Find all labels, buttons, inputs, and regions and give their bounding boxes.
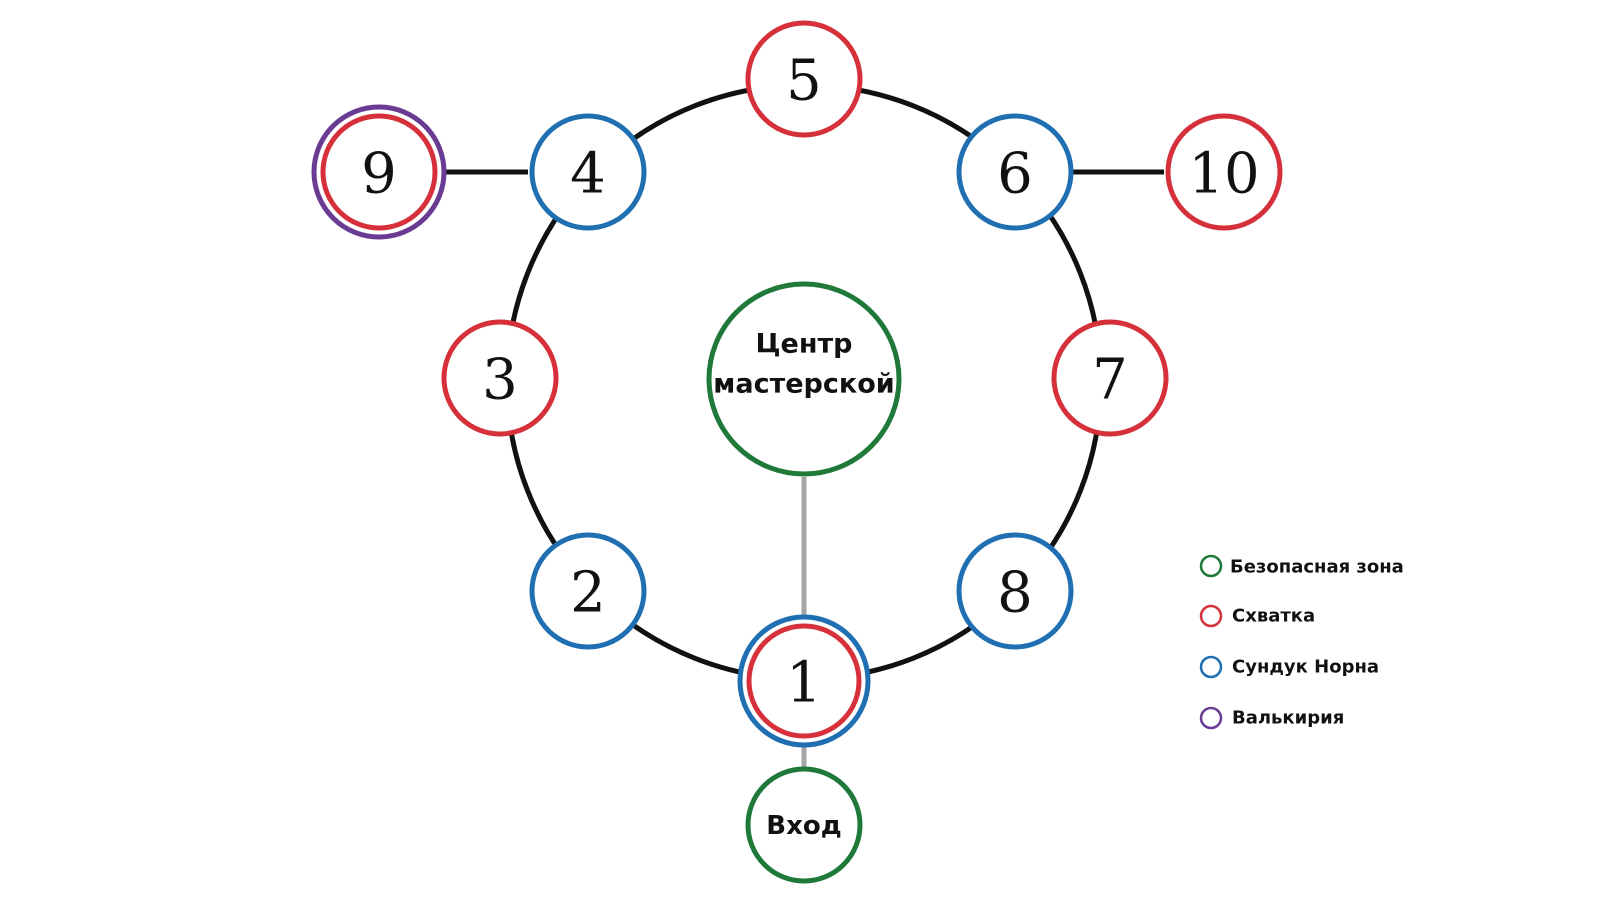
node-9: 9	[311, 104, 447, 240]
legend-item-chest: Сундук Норна	[1199, 655, 1379, 679]
legend-label-chest: Сундук Норна	[1232, 657, 1379, 678]
legend-item-valkyrie: Валькирия	[1199, 706, 1344, 730]
chest-ring	[529, 532, 647, 650]
legend-item-safe: Безопасная зона	[1199, 554, 1404, 578]
fight-ring	[746, 623, 862, 739]
center-label-line2: мастерской	[713, 369, 894, 400]
node-8: 8	[956, 532, 1074, 650]
node-7-label: 7	[1092, 348, 1128, 413]
node-8-label: 8	[997, 561, 1033, 626]
node-1-label: 1	[786, 651, 822, 716]
chest-ring	[956, 532, 1074, 650]
node-entrance: Вход	[745, 766, 863, 884]
node-1: 1	[737, 614, 871, 748]
legend: Безопасная зона Схватка Сундук Норна Вал…	[1199, 554, 1404, 730]
node-9-label: 9	[361, 142, 397, 207]
node-2: 2	[529, 532, 647, 650]
node-5: 5	[745, 20, 863, 138]
fight-ring	[1165, 113, 1283, 231]
node-4-label: 4	[570, 142, 606, 207]
node-3: 3	[441, 319, 559, 437]
entrance-label: Вход	[766, 811, 841, 841]
safe-zone-icon	[1199, 554, 1223, 578]
node-center: Центр мастерской	[706, 281, 902, 477]
legend-label-valkyrie: Валькирия	[1232, 708, 1344, 729]
node-7: 7	[1051, 319, 1169, 437]
chest-icon	[1199, 655, 1223, 679]
legend-label-safe: Безопасная зона	[1230, 557, 1404, 578]
fight-ring	[745, 20, 863, 138]
fight-icon	[1199, 604, 1223, 628]
node-4: 4	[529, 113, 647, 231]
safe-ring	[706, 281, 902, 477]
node-3-label: 3	[482, 348, 518, 413]
fight-ring	[320, 113, 438, 231]
chest-ring	[956, 113, 1074, 231]
node-10-label: 10	[1188, 142, 1259, 207]
node-10: 10	[1165, 113, 1283, 231]
node-5-label: 5	[786, 49, 822, 114]
node-2-label: 2	[570, 561, 606, 626]
node-6-label: 6	[997, 142, 1033, 207]
fight-ring	[441, 319, 559, 437]
node-6: 6	[956, 113, 1074, 231]
fight-ring	[1051, 319, 1169, 437]
valkyrie-icon	[1199, 706, 1223, 730]
chest-ring	[529, 113, 647, 231]
legend-item-fight: Схватка	[1199, 604, 1315, 628]
center-label-line1: Центр	[756, 329, 853, 360]
legend-label-fight: Схватка	[1232, 606, 1315, 627]
safe-ring	[745, 766, 863, 884]
